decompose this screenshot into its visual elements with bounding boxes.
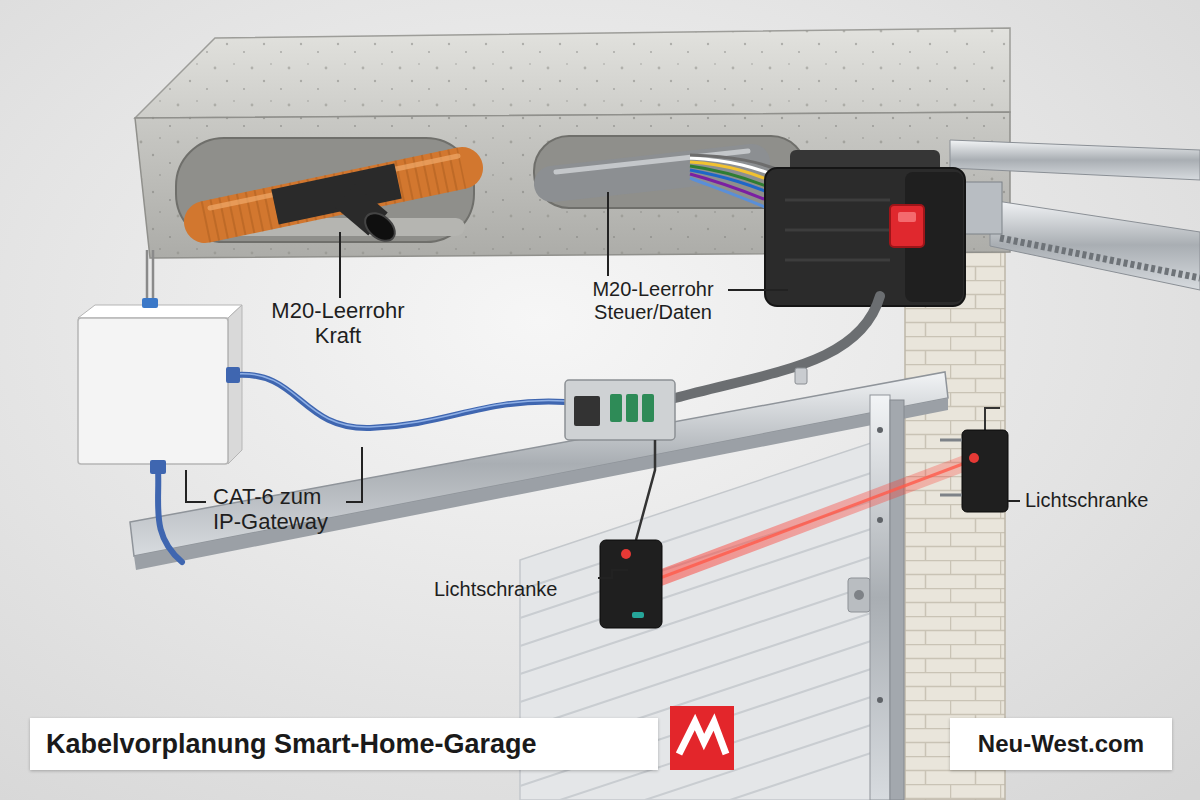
door-lock (848, 578, 870, 612)
sensor-led (969, 453, 979, 463)
callout-label: CAT-6 zum IP-Gateway (213, 484, 343, 535)
callout-label: M20-Leerrohr Kraft (258, 298, 418, 349)
junction-box-side (228, 305, 242, 464)
rj45-plug (226, 367, 240, 383)
frame-rail (890, 400, 904, 800)
cable-clip (795, 368, 807, 384)
pipe-fitting (275, 181, 398, 207)
motor-ridges (785, 200, 890, 260)
callout-label: Lichtschranke (1025, 489, 1185, 512)
pipe-opening (360, 208, 400, 247)
light-barrier (962, 430, 1008, 512)
leader-line (339, 232, 341, 298)
lintel-top (135, 28, 1010, 118)
junction-box (78, 318, 228, 464)
garage-opener (765, 168, 965, 306)
leader-line (598, 570, 628, 578)
leader-line (186, 470, 206, 502)
leader-line (346, 447, 362, 502)
title-text: Kabelvorplanung Smart-Home-Garage (46, 729, 537, 760)
sensor-led (621, 549, 631, 559)
release-button (890, 205, 924, 247)
light-beam (660, 462, 968, 578)
leader-line (1008, 500, 1020, 502)
terminal-block (565, 380, 675, 440)
opener-rail (950, 140, 1200, 180)
junction-box-top (78, 305, 242, 318)
logo (670, 706, 734, 770)
terminal (642, 394, 654, 422)
cat6-cable (235, 375, 565, 428)
door-track (130, 372, 948, 556)
power-wire (147, 250, 153, 305)
logo-mark (679, 722, 726, 754)
opener-rail (990, 200, 1200, 290)
cat6-cable (158, 468, 182, 562)
title-box: Kabelvorplanung Smart-Home-Garage (30, 718, 658, 770)
conduit-ribs (205, 168, 462, 222)
door-track-edge (134, 398, 948, 570)
callout-label: Lichtschranke (434, 578, 604, 601)
label-box: Neu-West.com (950, 718, 1172, 770)
button-highlight (898, 212, 916, 222)
power-conduit (205, 168, 462, 222)
box-text: Neu-West.com (978, 730, 1144, 758)
terminal (610, 394, 622, 422)
leader-line (607, 192, 609, 276)
callout-label: M20-Leerrohr Steuer/Daten (583, 278, 723, 324)
rail-bolt (877, 697, 883, 703)
cable-grommet (142, 298, 158, 308)
rail-teeth (1000, 238, 1200, 278)
conduit-highlight (210, 156, 458, 208)
door-lock-knob (854, 590, 864, 600)
light-beam-core (660, 462, 968, 578)
cable-highlight (235, 374, 565, 427)
sensor-wire (985, 408, 1000, 430)
frame-rail (870, 395, 890, 800)
sensor-bracket (940, 440, 962, 495)
rj45-plug (150, 460, 166, 474)
sensor-wire (636, 440, 655, 540)
rail-bolt (877, 427, 883, 433)
sensor-led (632, 612, 644, 618)
lintel-cutout (176, 138, 474, 242)
rail-bolt (877, 517, 883, 523)
rj45-socket (574, 396, 600, 426)
lintel-texture (135, 28, 1010, 118)
light-barrier (600, 540, 662, 628)
leader-line (728, 289, 788, 291)
terminal (626, 394, 638, 422)
